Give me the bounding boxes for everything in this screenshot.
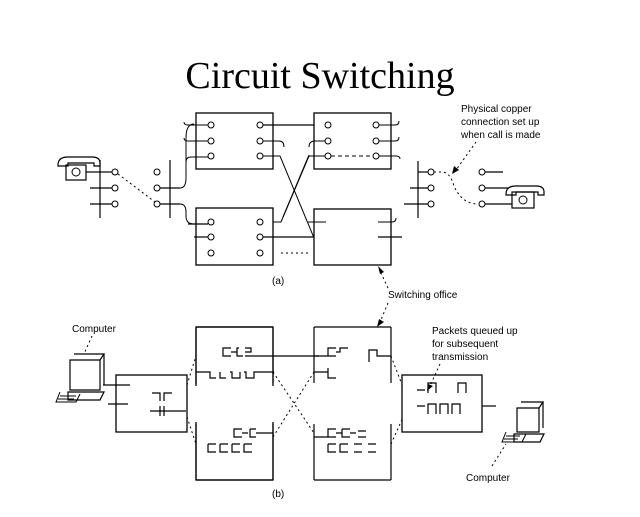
packets-line-2: for subsequent: [432, 339, 498, 350]
copper-arrowhead-icon: [452, 166, 459, 174]
host-right: [401, 374, 496, 433]
caption-a: (a): [272, 276, 284, 287]
copper-line-1: Physical copper: [461, 104, 532, 115]
switch-a-bottom-left: [188, 207, 325, 266]
annotation-packets: Packets queued up for subsequent transmi…: [427, 326, 518, 391]
telephone-right-icon: [505, 185, 545, 209]
switching-office-label: Switching office: [388, 290, 458, 301]
switch-a-top-left: [183, 112, 325, 263]
copper-line-3: when call is made: [460, 130, 541, 141]
end-office-right: [404, 161, 512, 218]
packets-line-1: Packets queued up: [432, 326, 518, 337]
host-left: [103, 355, 197, 445]
part-b: Computer: [55, 324, 545, 500]
packet-switch-top-left: [194, 326, 319, 481]
computer-right-label: Computer: [466, 473, 511, 484]
office-arrow-down-icon: [377, 319, 384, 327]
packets-arrow-icon: [427, 384, 433, 391]
switch-a-bottom-right: [282, 154, 402, 266]
telephone-left-icon: [57, 156, 101, 181]
caption-b: (b): [272, 489, 284, 500]
computer-right-icon: [501, 401, 545, 443]
packet-switch-top-right: [313, 326, 405, 481]
diagram-title: Circuit Switching: [185, 55, 454, 97]
end-office-left: [90, 123, 195, 225]
annotation-copper: Physical copper connection set up when c…: [452, 104, 541, 174]
office-arrow-up-icon: [378, 266, 384, 274]
part-a: Physical copper connection set up when c…: [57, 104, 545, 287]
copper-pointer-arrow: [455, 141, 477, 171]
computer-left-label: Computer: [72, 324, 117, 335]
copper-line-2: connection set up: [461, 117, 540, 128]
computer-left-icon: [55, 353, 106, 403]
packets-line-3: transmission: [432, 352, 488, 363]
annotation-switching-office: Switching office: [377, 266, 458, 327]
